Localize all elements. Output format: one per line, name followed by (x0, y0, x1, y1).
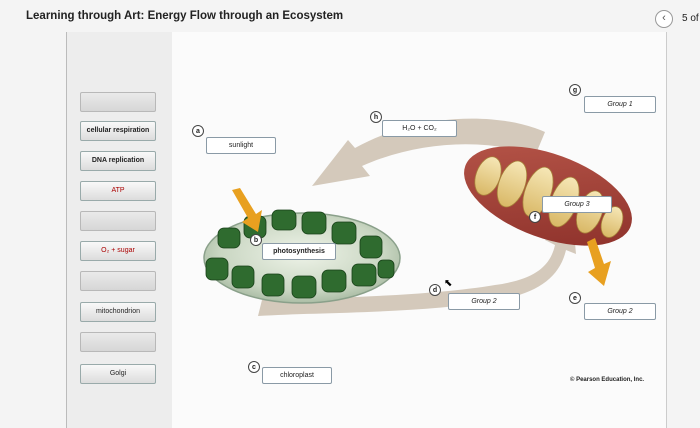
drop-target-sunlight[interactable]: sunlight (206, 137, 276, 154)
letter-b-marker: b (250, 234, 262, 246)
letter-d-marker: d (429, 284, 441, 296)
letter-e-marker: e (569, 292, 581, 304)
letter-f-marker: f (529, 211, 541, 223)
atp-output-arrow (587, 238, 611, 286)
drop-target-group-3[interactable]: Group 3 (542, 196, 612, 213)
drop-target-h2o-co2[interactable]: H₂O + CO₂ (382, 120, 457, 137)
letter-h-marker: h (370, 111, 382, 123)
letter-a-marker: a (192, 125, 204, 137)
drop-target-group-2-center[interactable]: Group 2 (448, 293, 520, 310)
drop-target-group-1[interactable]: Group 1 (584, 96, 656, 113)
drop-target-chloroplast[interactable]: chloroplast (262, 367, 332, 384)
drop-target-photosynthesis[interactable]: photosynthesis (262, 243, 336, 260)
letter-g-marker: g (569, 84, 581, 96)
copyright-credit: © Pearson Education, Inc. (570, 377, 644, 383)
mouse-cursor-icon: ⬉ (444, 278, 452, 289)
drop-target-group-2-right[interactable]: Group 2 (584, 303, 656, 320)
letter-c-marker: c (248, 361, 260, 373)
